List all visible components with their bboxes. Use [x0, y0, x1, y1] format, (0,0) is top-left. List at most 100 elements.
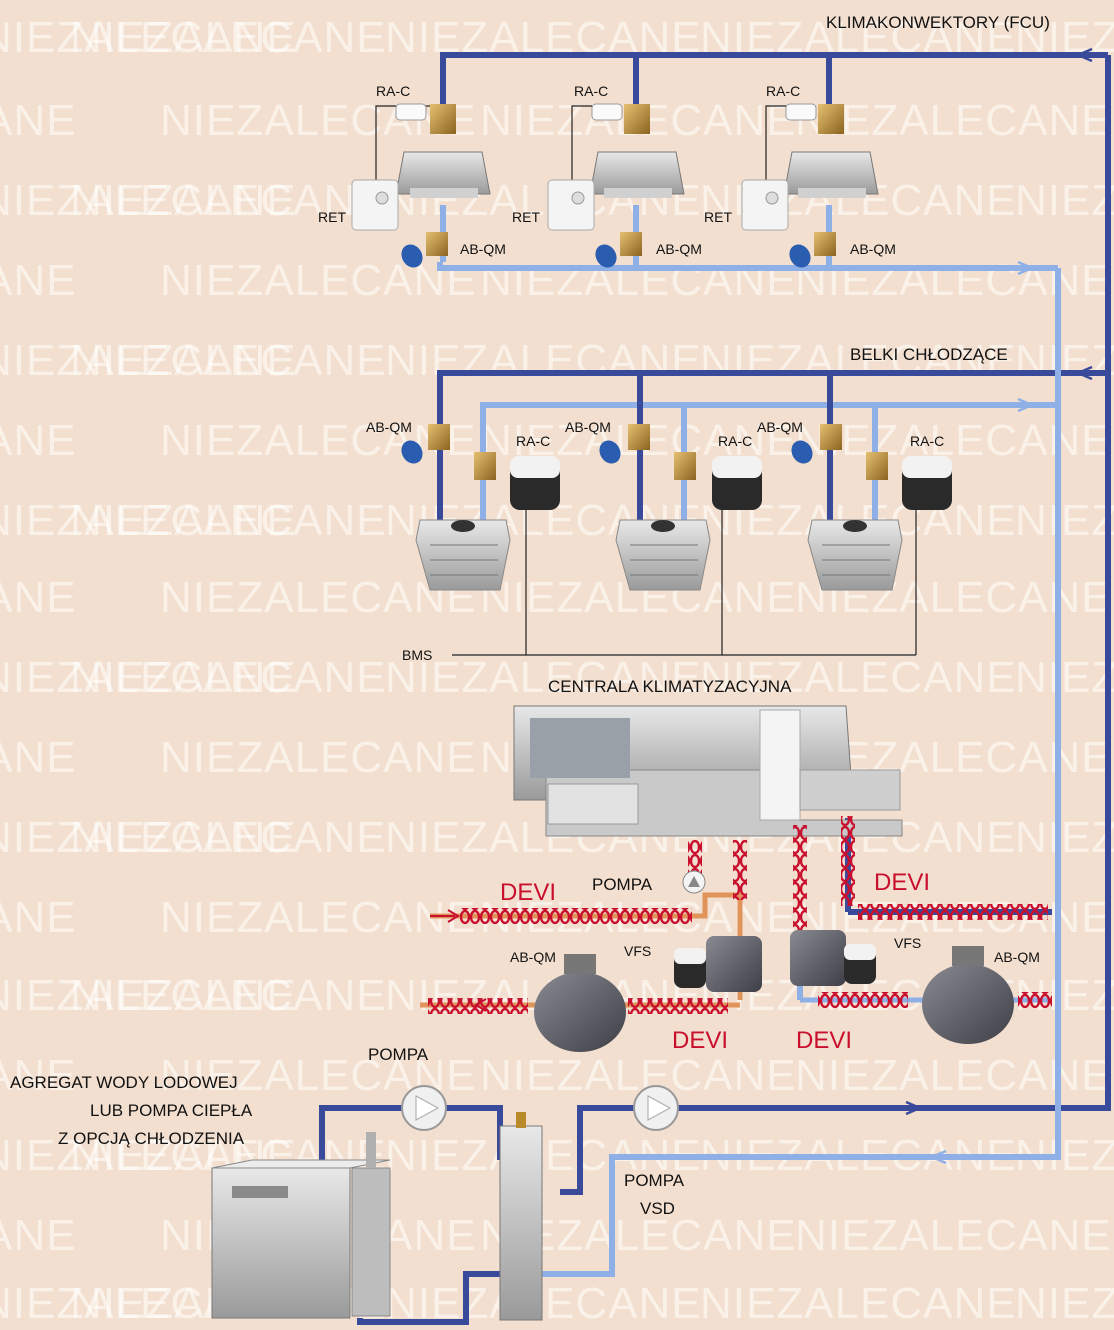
watermark-text: NIEZALECANE — [70, 13, 387, 62]
watermark-text: NIEZALECANE — [1015, 653, 1114, 702]
hydraulic-separator-icon — [500, 1126, 542, 1320]
watermark-text: NIEZALECANE — [795, 416, 1112, 465]
devi-label: DEVI — [672, 1027, 728, 1054]
devi-label: DEVI — [500, 879, 556, 906]
fcu-valve-label: RA-C — [376, 83, 410, 99]
watermark-text: NIEZALECANE — [70, 653, 387, 702]
vfs-valve-icon — [790, 930, 846, 986]
control-valve-icon — [866, 452, 888, 480]
watermark-text: NIEZALECANE — [480, 1051, 797, 1100]
balancing-valve-icon — [820, 424, 842, 450]
beam-valve-label: RA-C — [910, 433, 944, 449]
heating-cable-icon — [628, 998, 728, 1014]
balancing-valve-icon — [628, 424, 650, 450]
watermark-text: NIEZALECANE — [0, 1211, 77, 1260]
actuator-icon — [592, 104, 622, 120]
control-valve-icon — [474, 452, 496, 480]
fcu-valve-label: RA-C — [574, 83, 608, 99]
balancing-valve-label: AB-QM — [460, 241, 506, 257]
vfs-right-label: VFS — [894, 935, 921, 951]
heating-cable-icon — [858, 904, 1048, 920]
thermostat-icon — [548, 180, 594, 230]
vsd-pump-label-line2: VSD — [640, 1199, 675, 1218]
bms-label: BMS — [402, 647, 432, 663]
fcu-section-title: KLIMAKONWEKTORY (FCU) — [826, 13, 1050, 32]
beam-valve-label: RA-C — [516, 433, 550, 449]
heating-cable-icon — [1018, 992, 1052, 1008]
thermostat-label: RET — [704, 209, 732, 225]
control-valve-icon — [818, 104, 844, 134]
watermark-text: NIEZALECANE — [70, 971, 387, 1020]
watermark-text: NIEZALECANE — [795, 1051, 1112, 1100]
watermark-text: NIEZALECANE — [0, 573, 77, 622]
abqm-right-label: AB-QM — [994, 949, 1040, 965]
devi-label: DEVI — [796, 1027, 852, 1054]
watermark-text: NIEZALECANE — [700, 1279, 1017, 1328]
watermark-text: NIEZALECANE — [0, 893, 77, 942]
watermark-text: NIEZALECANE — [70, 496, 387, 545]
balancing-valve-icon — [814, 232, 836, 256]
actuator-icon — [786, 104, 816, 120]
balancing-valve-icon — [426, 232, 448, 256]
balancing-valve-icon — [534, 972, 626, 1052]
balancing-valve-icon — [620, 232, 642, 256]
watermark-text: NIEZALECANE — [160, 256, 477, 305]
watermark-text: NIEZALECANE — [1015, 176, 1114, 225]
beam-valve-label: RA-C — [718, 433, 752, 449]
watermark-text: NIEZALECANE — [1015, 1279, 1114, 1328]
control-valve-icon — [430, 104, 456, 134]
ahu-pump-label: POMPA — [592, 875, 653, 894]
thermostat-icon — [742, 180, 788, 230]
heating-cable-icon — [733, 840, 747, 900]
watermark-text: NIEZALECANE — [160, 733, 477, 782]
supply-riser-pipe — [560, 55, 1108, 1192]
heating-cable-icon — [793, 825, 807, 935]
fan-coil-cassette-icon — [784, 152, 878, 194]
vfs-valve-icon — [706, 936, 762, 992]
watermark-text: NIEZALECANE — [1015, 496, 1114, 545]
beam-balancing-label: AB-QM — [366, 419, 412, 435]
balancing-valve-label: AB-QM — [850, 241, 896, 257]
fan-coil-cassette-icon — [396, 152, 490, 194]
vsd-pump-label-line1: POMPA — [624, 1171, 685, 1190]
watermark-text: NIEZALECANE — [70, 336, 387, 385]
control-valve-icon — [674, 452, 696, 480]
primary-pump-label: POMPA — [368, 1045, 429, 1064]
fcu-valve-label: RA-C — [766, 83, 800, 99]
fan-coil-cassette-icon — [590, 152, 684, 194]
chiller-label-line1: AGREGAT WODY LODOWEJ — [10, 1073, 238, 1092]
beams-section-title: BELKI CHŁODZĄCE — [850, 345, 1008, 364]
balancing-valve-icon — [428, 424, 450, 450]
thermostat-label: RET — [512, 209, 540, 225]
watermark-text: NIEZALECANE — [385, 336, 702, 385]
chiller-label-line3: Z OPCJĄ CHŁODZENIA — [58, 1129, 245, 1148]
watermark-text: NIEZALECANE — [160, 893, 477, 942]
watermark-text: NIEZALECANE — [0, 256, 77, 305]
watermark-text: NIEZALECANE — [0, 96, 77, 145]
thermostat-icon — [352, 180, 398, 230]
balancing-valve-label: AB-QM — [656, 241, 702, 257]
thermostat-label: RET — [318, 209, 346, 225]
balancing-valve-icon — [922, 964, 1014, 1044]
heating-cable-icon — [841, 816, 855, 906]
watermark-text: NIEZALECANE — [1015, 813, 1114, 862]
watermark-text: NIEZALECANE — [0, 733, 77, 782]
beam-balancing-label: AB-QM — [565, 419, 611, 435]
watermark-text: NIEZALECANE — [795, 256, 1112, 305]
vfs-left-label: VFS — [624, 943, 651, 959]
watermark-text: NIEZALECANE — [1015, 336, 1114, 385]
watermark-text: NIEZALECANE — [795, 1211, 1112, 1260]
actuator-icon — [396, 104, 426, 120]
ahu-section-title: CENTRALA KLIMATYZACYJNA — [548, 677, 792, 696]
devi-label: DEVI — [874, 869, 930, 896]
heating-cable-icon — [818, 992, 908, 1008]
beam-balancing-label: AB-QM — [757, 419, 803, 435]
chiller-label-line2: LUB POMPA CIEPŁA — [90, 1101, 253, 1120]
control-valve-icon — [624, 104, 650, 134]
heating-cable-icon — [460, 908, 692, 924]
watermark-text: NIEZALECANE — [160, 96, 477, 145]
abqm-left-label: AB-QM — [510, 949, 556, 965]
watermark-text: NIEZALECANE — [70, 813, 387, 862]
watermark-text: NIEZALECANE — [0, 416, 77, 465]
